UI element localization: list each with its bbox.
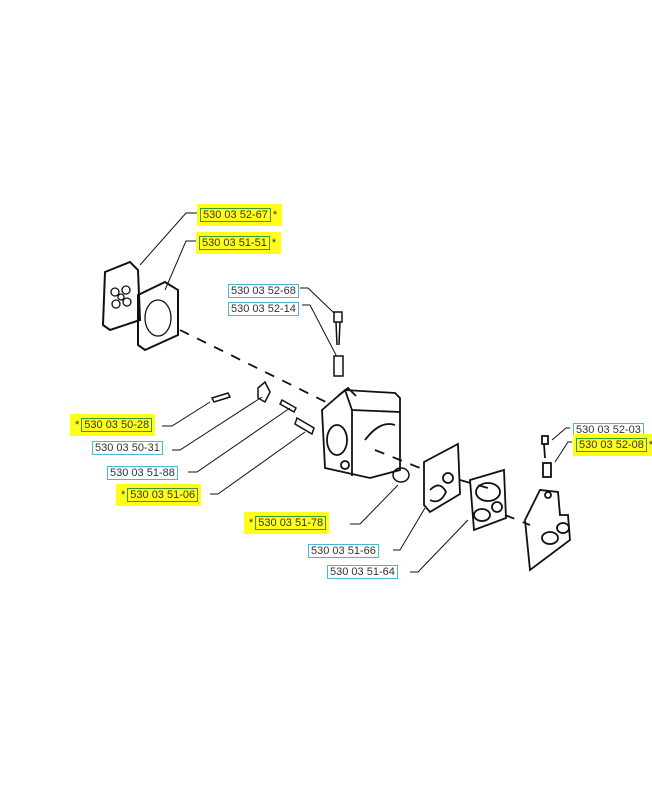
part-number: 530 03 52-14 <box>228 302 299 316</box>
part-label-530-03-52-14[interactable]: 530 03 52-14 <box>228 302 299 316</box>
carburetor-body <box>321 386 401 479</box>
part-number: 530 03 52-67 <box>200 208 271 222</box>
part-number: 530 03 51-51 <box>199 236 270 250</box>
part-marker: * <box>75 419 80 431</box>
part-marker: * <box>272 209 278 221</box>
part-number: 530 03 52-08 <box>576 438 647 452</box>
metering-cover <box>524 435 571 572</box>
part-label-530-03-51-88[interactable]: 530 03 51-88 <box>107 466 178 480</box>
leader-lines <box>139 212 572 573</box>
part-label-530-03-51-06[interactable]: *530 03 51-06 <box>116 484 202 506</box>
metering-diaphragm <box>469 468 507 532</box>
metering-gasket <box>423 442 461 514</box>
part-number: 530 03 50-28 <box>81 418 153 432</box>
part-number: 530 03 51-88 <box>107 466 178 480</box>
needle-screw <box>333 311 344 377</box>
part-label-530-03-52-68[interactable]: 530 03 52-68 <box>228 284 299 298</box>
part-marker: * <box>121 489 126 501</box>
part-marker: * <box>271 237 277 249</box>
part-marker: * <box>649 439 652 451</box>
part-label-530-03-52-08[interactable]: 530 03 52-08* <box>573 434 652 456</box>
part-number: 530 03 52-68 <box>228 284 299 298</box>
pump-diaphragm <box>101 260 142 332</box>
part-number: 530 03 51-06 <box>127 488 199 502</box>
pump-gasket <box>137 280 179 352</box>
part-label-530-03-50-28[interactable]: *530 03 50-28 <box>70 414 156 436</box>
part-label-530-03-51-64[interactable]: 530 03 51-64 <box>327 565 398 579</box>
small-parts <box>210 380 410 483</box>
part-label-530-03-50-31[interactable]: 530 03 50-31 <box>92 441 163 455</box>
part-number: 530 03 51-78 <box>255 516 327 530</box>
part-label-530-03-51-51[interactable]: 530 03 51-51* <box>196 232 282 254</box>
part-label-530-03-51-66[interactable]: 530 03 51-66 <box>308 544 379 558</box>
part-label-530-03-52-67[interactable]: 530 03 52-67* <box>197 204 283 226</box>
part-number: 530 03 51-66 <box>308 544 379 558</box>
part-label-530-03-51-78[interactable]: *530 03 51-78 <box>244 512 330 534</box>
part-marker: * <box>249 517 254 529</box>
part-number: 530 03 51-64 <box>327 565 398 579</box>
part-number: 530 03 50-31 <box>92 441 163 455</box>
